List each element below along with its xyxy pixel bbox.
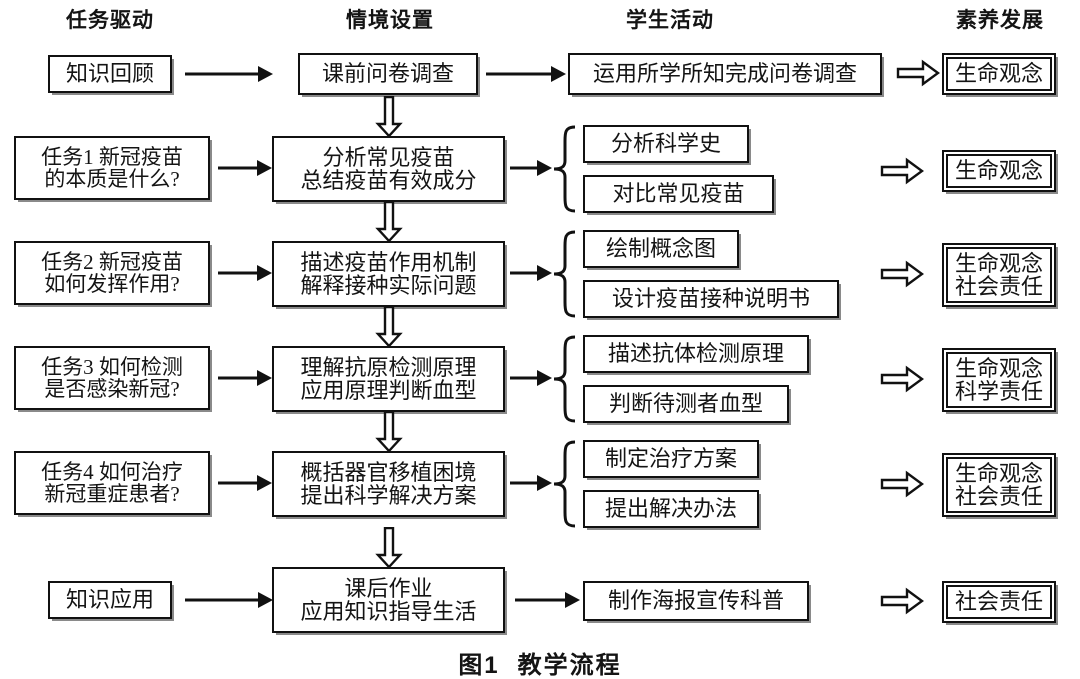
context-box-row-task3: 理解抗原检测原理 应用原理判断血型 <box>272 346 505 412</box>
hollow-arrow-down-icon <box>375 526 403 574</box>
competency-box-row-task3: 生命观念 科学责任 <box>942 348 1056 412</box>
curly-brace-icon <box>551 440 577 533</box>
activity-box-row-apply-0: 制作海报宣传科普 <box>583 581 809 621</box>
solid-arrow-right-icon <box>218 150 272 186</box>
hollow-arrow-down-icon <box>375 305 403 353</box>
hollow-arrow-right-icon <box>880 586 925 621</box>
activity-box-row-task3-0: 描述抗体检测原理 <box>583 335 809 373</box>
task-box-row-review: 知识回顾 <box>48 55 172 93</box>
column-header-context-setup: 情境设置 <box>346 9 434 32</box>
task-box-row-apply: 知识应用 <box>48 581 172 619</box>
column-header-student-activity: 学生活动 <box>626 9 714 32</box>
context-box-row-apply: 课后作业 应用知识指导生活 <box>272 567 505 633</box>
activity-box-row-task1-0: 分析科学史 <box>583 125 749 163</box>
hollow-arrow-down-icon <box>375 200 403 248</box>
activity-box-row-task3-1: 判断待测者血型 <box>583 385 789 423</box>
solid-arrow-right-icon <box>510 466 552 500</box>
solid-arrow-right-icon <box>486 55 566 93</box>
activity-box-row-task2-1: 设计疫苗接种说明书 <box>583 280 839 318</box>
hollow-arrow-right-icon <box>880 156 925 191</box>
solid-arrow-right-icon <box>185 581 273 619</box>
task-box-row-task2: 任务2 新冠疫苗 如何发挥作用? <box>14 241 210 305</box>
solid-arrow-right-icon <box>510 151 552 185</box>
competency-box-row-review: 生命观念 <box>942 53 1056 95</box>
task-box-row-task4: 任务4 如何治疗 新冠重症患者? <box>14 451 210 515</box>
column-header-task-driven: 任务驱动 <box>66 9 154 32</box>
context-box-row-task1: 分析常见疫苗 总结疫苗有效成分 <box>272 136 505 202</box>
task-box-row-task3: 任务3 如何检测 是否感染新冠? <box>14 346 210 410</box>
activity-box-row-task1-1: 对比常见疫苗 <box>583 175 774 213</box>
activity-box-row-task4-0: 制定治疗方案 <box>583 440 759 478</box>
curly-brace-icon <box>551 230 577 323</box>
solid-arrow-right-icon <box>515 582 580 618</box>
figure-caption: 图1 教学流程 <box>0 645 1080 679</box>
figure-caption-title: 教学流程 <box>517 652 622 679</box>
competency-box-row-apply: 社会责任 <box>942 581 1056 623</box>
solid-arrow-right-icon <box>218 465 272 501</box>
curly-brace-icon <box>551 125 577 218</box>
context-box-row-task4: 概括器官移植困境 提出科学解决方案 <box>272 451 505 517</box>
solid-arrow-right-icon <box>510 361 552 395</box>
activity-box-row-task2-0: 绘制概念图 <box>583 230 739 268</box>
curly-brace-icon <box>551 335 577 428</box>
figure-caption-label: 图1 <box>458 652 500 679</box>
solid-arrow-right-icon <box>218 255 272 291</box>
hollow-arrow-down-icon <box>375 95 403 143</box>
context-box-row-task2: 描述疫苗作用机制 解释接种实际问题 <box>272 241 505 307</box>
competency-box-row-task1: 生命观念 <box>942 150 1056 192</box>
hollow-arrow-down-icon <box>375 410 403 458</box>
solid-arrow-right-icon <box>510 256 552 290</box>
column-header-competency: 素养发展 <box>956 9 1044 32</box>
hollow-arrow-right-icon <box>880 364 925 399</box>
hollow-arrow-right-icon <box>896 58 941 93</box>
activity-box-row-task4-1: 提出解决办法 <box>583 490 759 528</box>
task-box-row-task1: 任务1 新冠疫苗 的本质是什么? <box>14 136 210 200</box>
competency-box-row-task2: 生命观念 社会责任 <box>942 243 1056 307</box>
solid-arrow-right-icon <box>218 360 272 396</box>
hollow-arrow-right-icon <box>880 469 925 504</box>
hollow-arrow-right-icon <box>880 259 925 294</box>
competency-box-row-task4: 生命观念 社会责任 <box>942 453 1056 517</box>
solid-arrow-right-icon <box>185 55 273 93</box>
context-box-row-review: 课前问卷调查 <box>298 53 478 95</box>
activity-box-row-review-0: 运用所学所知完成问卷调查 <box>568 53 882 95</box>
